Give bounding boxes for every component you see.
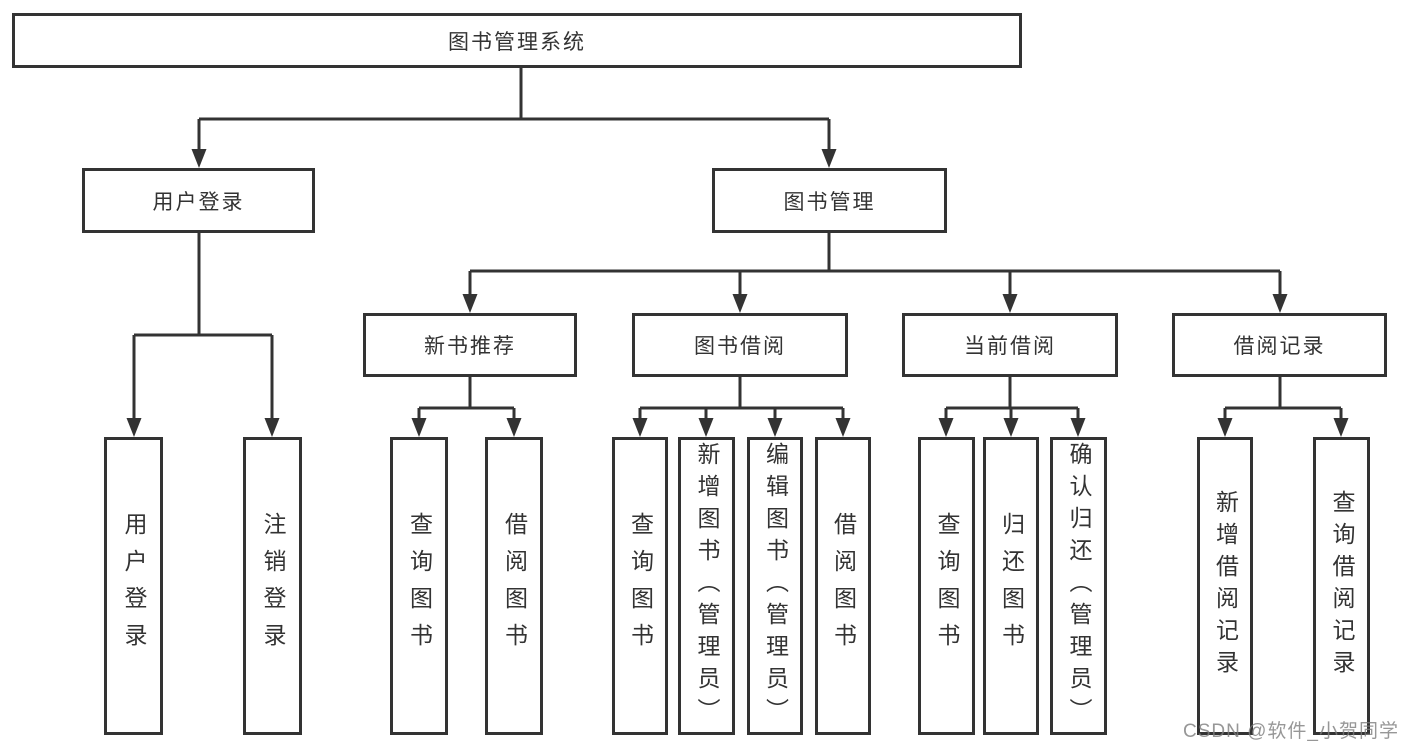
node-leaf-edit-book-admin: 编辑图书（管理员） — [747, 437, 803, 735]
node-leaf-user-login: 用户登录 — [104, 437, 163, 735]
node-leaf-add-borrow-record: 新增借阅记录 — [1197, 437, 1253, 735]
csdn-watermark: CSDN @软件_小贺同学 — [1183, 721, 1399, 742]
node-book-management: 图书管理 — [712, 168, 947, 233]
node-leaf-query-borrow-record: 查询借阅记录 — [1313, 437, 1370, 735]
node-user-login: 用户登录 — [82, 168, 315, 233]
node-leaf-query-books-borrowing: 查询图书 — [612, 437, 668, 735]
node-new-book-recommendation: 新书推荐 — [363, 313, 577, 377]
node-leaf-add-book-admin: 新增图书（管理员） — [678, 437, 735, 735]
node-leaf-return-book: 归还图书 — [983, 437, 1039, 735]
node-leaf-query-books-current: 查询图书 — [918, 437, 975, 735]
node-leaf-borrow-books-borrowing: 借阅图书 — [815, 437, 871, 735]
node-book-borrowing: 图书借阅 — [632, 313, 848, 377]
node-leaf-query-books-recommend: 查询图书 — [390, 437, 448, 735]
node-current-borrowing: 当前借阅 — [902, 313, 1118, 377]
node-leaf-logout: 注销登录 — [243, 437, 302, 735]
arrowhead-icons — [126, 149, 1349, 437]
node-borrowing-records: 借阅记录 — [1172, 313, 1387, 377]
node-leaf-confirm-return-admin: 确认归还（管理员） — [1050, 437, 1107, 735]
node-leaf-borrow-books-recommend: 借阅图书 — [485, 437, 543, 735]
node-library-management-system: 图书管理系统 — [12, 13, 1022, 68]
